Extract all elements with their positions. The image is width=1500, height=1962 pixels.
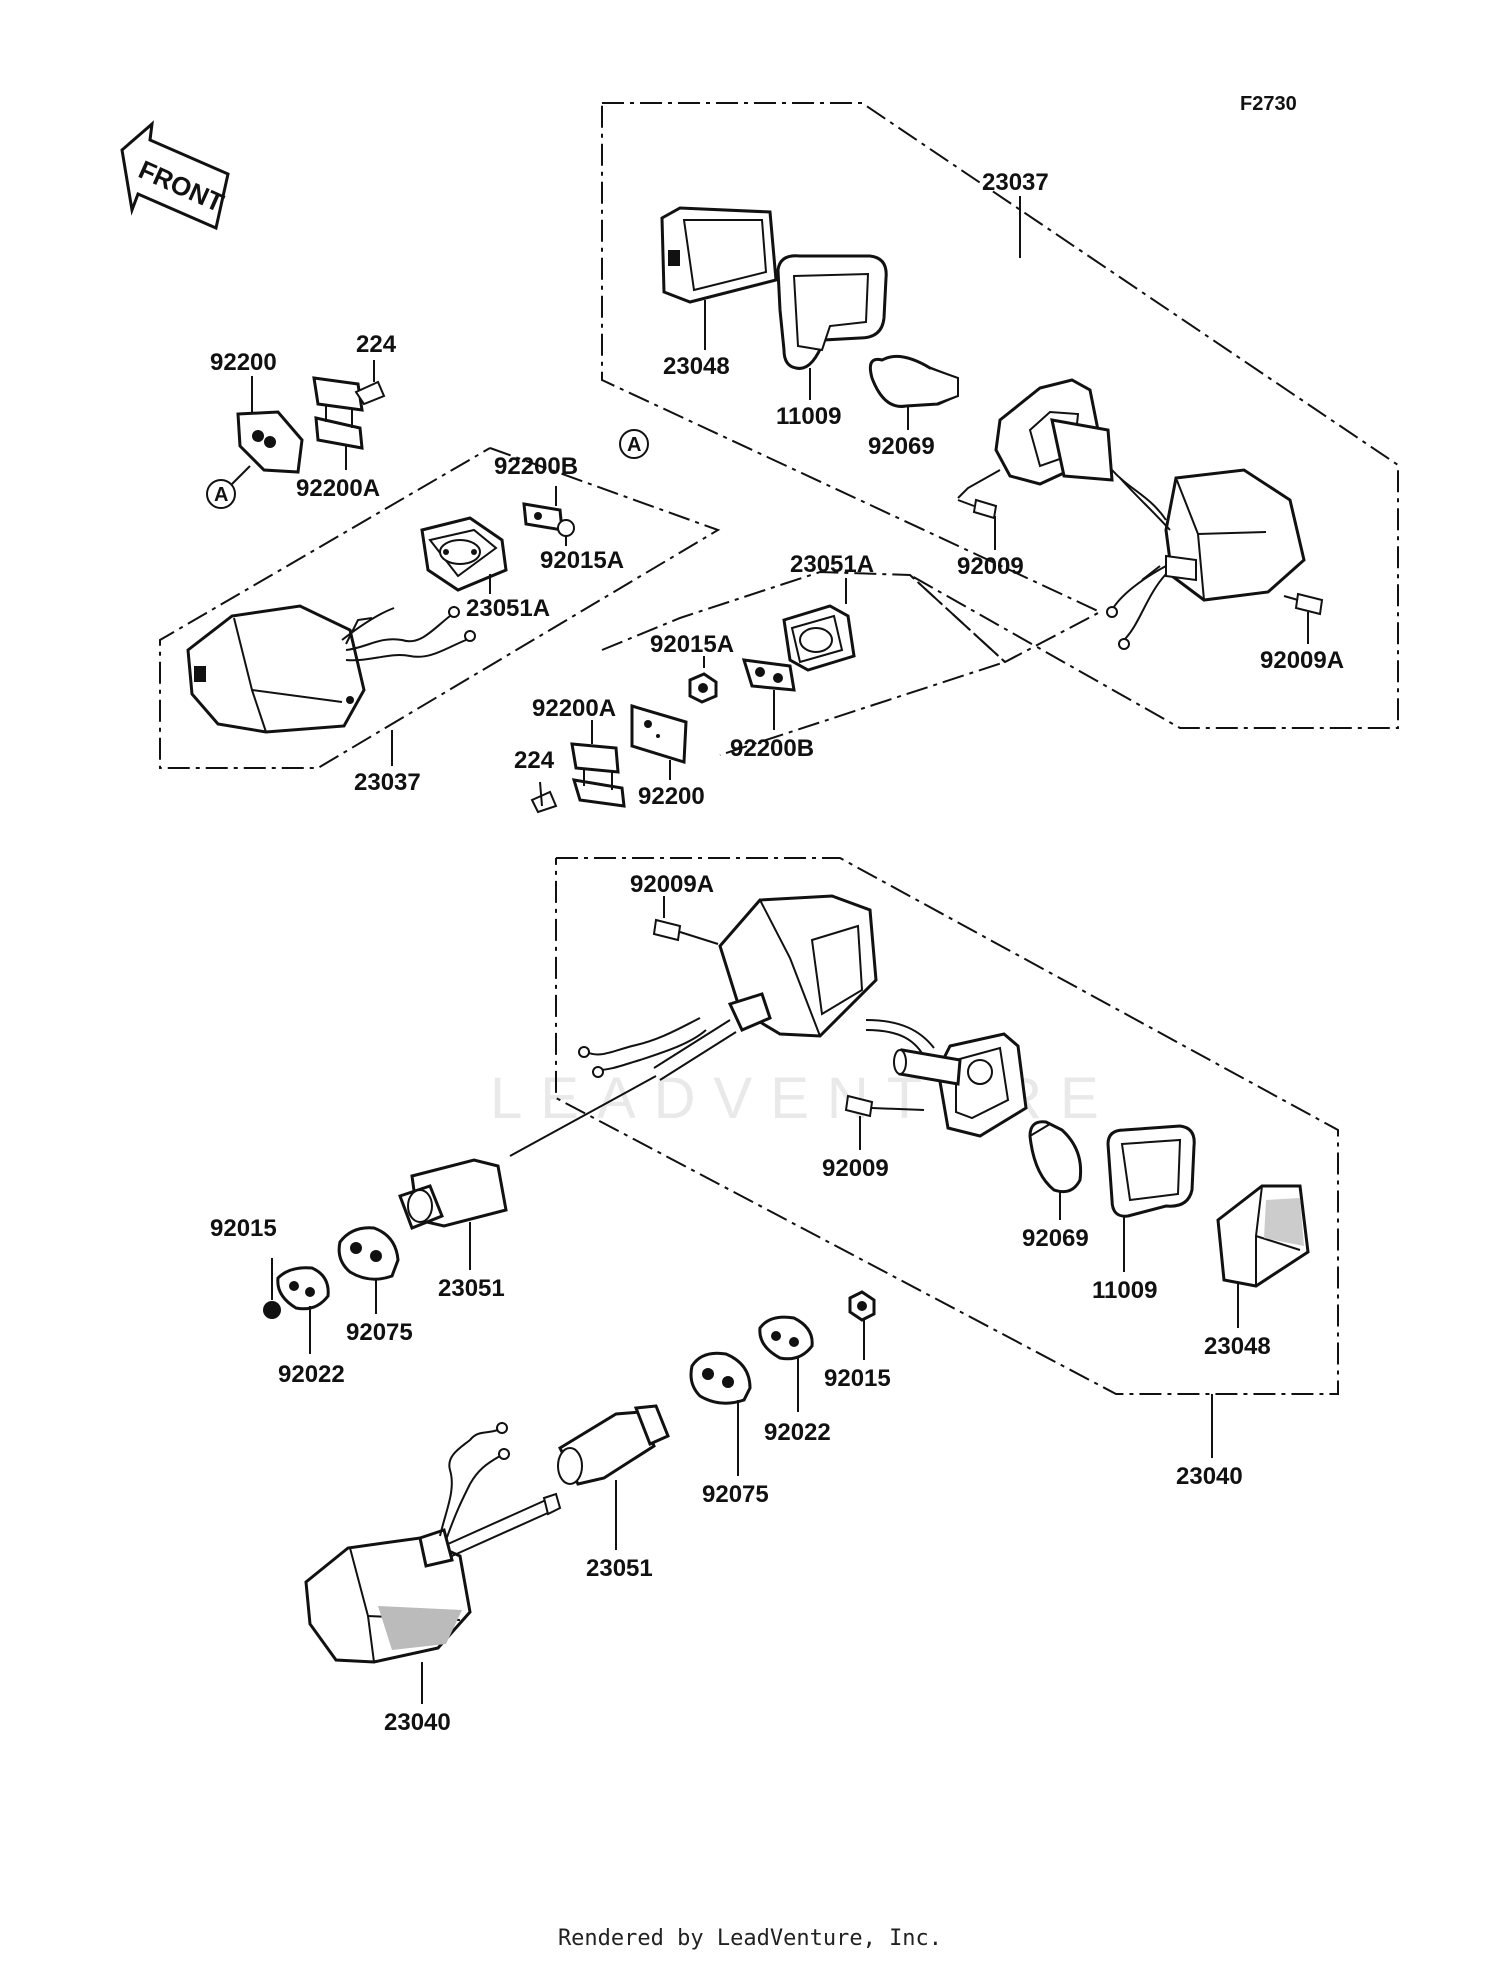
callout-23051-right: 23051 [586,1555,653,1582]
nut-92015A-left [557,519,575,537]
callout-23040-bottom: 23040 [384,1709,451,1736]
callout-23037-top: 23037 [982,169,1049,196]
callout-224-left: 224 [356,331,397,358]
callout-11009-top: 11009 [776,403,841,430]
callout-92009A-top: 92009A [1260,647,1344,674]
callout-92200A-mid: 92200A [532,695,616,722]
callout-11009-bottom: 11009 [1092,1277,1157,1304]
nut-92015-right [848,1290,876,1322]
screw-92009-bottom [844,1094,925,1118]
grommet-23051-right [557,1404,670,1486]
grommet-23051A-right [782,604,856,672]
ref-marker-a-mid [619,429,649,459]
group-23037-left-boundary [159,447,721,769]
socket-bottom [893,1032,1028,1138]
plate-92200B-left [522,502,564,532]
callout-92075-left: 92075 [346,1319,413,1346]
callout-92009A-bottom: 92009A [630,871,714,898]
callout-92200-left: 92200 [210,349,277,376]
callout-23040-right: 23040 [1176,1463,1243,1490]
callout-92200-mid: 92200 [638,783,705,810]
callout-92200B-left: 92200B [494,453,578,480]
plate-92200-mid [630,703,688,765]
callout-92069-bottom: 92069 [1022,1225,1089,1252]
group-bracket-right-boundary [601,570,1007,756]
washer-92022-left [276,1266,330,1311]
screw-92009A-bottom [652,918,719,945]
callout-23037-left: 23037 [354,769,421,796]
turn-signal-23040-bottom [304,1422,562,1664]
callout-92015A-left: 92015A [540,547,624,574]
callout-92200A-left: 92200A [296,475,380,502]
front-arrow-icon: FRONT [120,120,230,231]
bulb-92069-top [868,354,959,408]
callout-92015A-right: 92015A [650,631,734,658]
gasket-11009-top [776,254,888,370]
callout-92022-left: 92022 [278,1361,345,1388]
callout-23051A-right: 23051A [790,551,874,578]
callout-92069-top: 92069 [868,433,935,460]
grommet-23051-left [398,1158,508,1230]
bulb-92069-bottom [1028,1120,1083,1194]
grommet-23051A-left [420,516,508,592]
bracket-92200A-left [312,376,364,450]
ref-marker-a-left [206,479,236,509]
callout-92009-bottom: 92009 [822,1155,889,1182]
callout-92015-right: 92015 [824,1365,891,1392]
screw-224-mid [530,781,558,814]
callout-23048-bottom: 23048 [1204,1333,1271,1360]
callout-23051-left: 23051 [438,1275,505,1302]
turn-signal-23040-top [578,894,935,1081]
grommet-92075-left [337,1226,400,1281]
callout-92009-top: 92009 [957,553,1024,580]
plate-92200-left [236,410,304,474]
screw-224-left [354,380,386,406]
ref-marker-a-left-label: A [214,484,228,506]
callout-92075-right: 92075 [702,1481,769,1508]
bracket-92200A-mid [570,742,626,808]
group-23037-right-boundary [601,102,1399,729]
screw-92009A-top [1283,592,1324,616]
figure-code: F2730 [1240,93,1297,115]
lens-23048-bottom [1216,1184,1310,1288]
turn-signal-23037-left [186,604,476,734]
turn-signal-23037-right [994,378,1306,650]
nut-92015-left [263,1301,281,1319]
callout-224-mid: 224 [514,747,555,774]
gasket-11009-bottom [1106,1124,1196,1218]
footer-credit: Rendered by LeadVenture, Inc. [557,1926,943,1951]
plate-92200B-right [741,658,796,692]
washer-92022-right [758,1315,814,1361]
ref-marker-a-mid-label: A [627,434,641,456]
callout-23048-top: 23048 [663,353,730,380]
nut-92015A-right [688,672,718,704]
grommet-92075-right [689,1351,752,1405]
callout-92015-left: 92015 [210,1215,277,1242]
callout-23051A-left: 23051A [466,595,550,622]
lens-23048-top [660,206,778,304]
callout-92022-right: 92022 [764,1419,831,1446]
screw-92009-top [957,498,998,520]
callout-92200B-right: 92200B [730,735,814,762]
group-23040-boundary [555,857,1339,1395]
